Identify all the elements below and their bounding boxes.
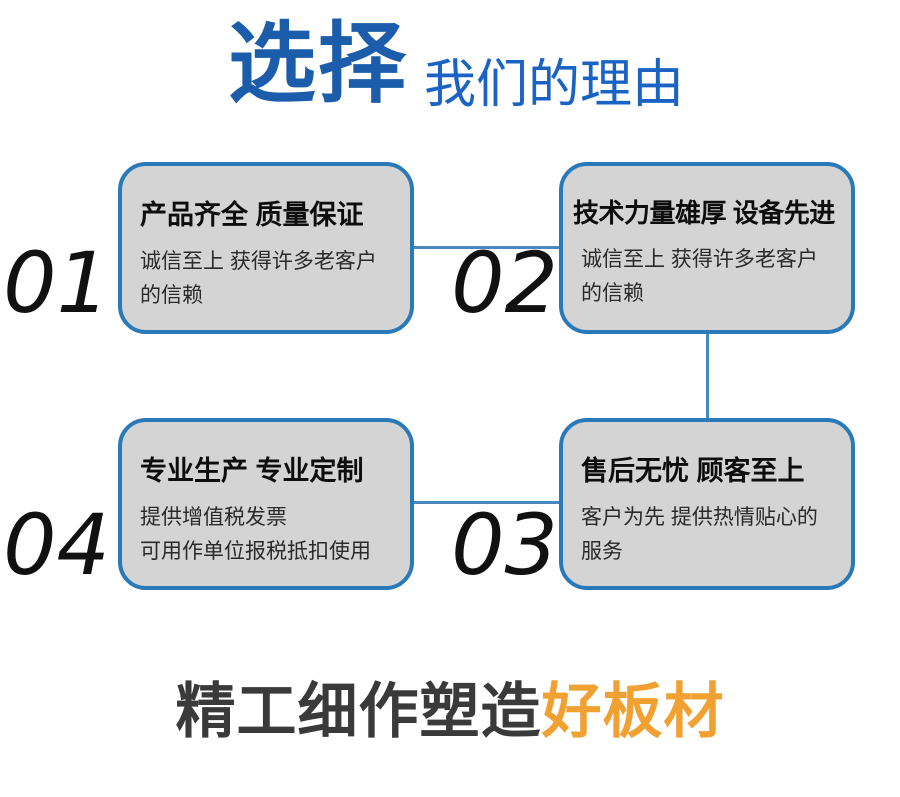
step-number-02: 02 <box>451 234 558 332</box>
feature-card-01-body-line1: 诚信至上 获得许多老客户 <box>140 250 377 273</box>
connector-line-bottom <box>412 501 560 504</box>
tagline-dark-text: 精工细作塑造 <box>175 678 542 745</box>
feature-card-02-body-line2: 的信赖 <box>581 282 644 306</box>
step-number-01: 01 <box>3 234 110 332</box>
feature-card-04: 专业生产 专业定制 提供增值税发票可用作单位报税抵扣使用 <box>118 418 414 590</box>
feature-card-04-body-line2: 可用作单位报税抵扣使用 <box>140 540 371 564</box>
step-number-03: 03 <box>451 496 558 594</box>
page-title: 选择 我们的理由 <box>228 14 685 114</box>
feature-card-04-title: 专业生产 专业定制 <box>140 456 364 486</box>
feature-card-02-body-line1: 诚信至上 获得许多老客户 <box>581 248 818 271</box>
feature-card-04-body: 提供增值税发票可用作单位报税抵扣使用 <box>140 501 394 569</box>
feature-card-01: 产品齐全 质量保证 诚信至上 获得许多老客户的信赖 <box>118 162 414 334</box>
feature-card-01-title: 产品齐全 质量保证 <box>140 200 364 230</box>
step-number-04: 04 <box>3 496 110 594</box>
tagline-orange-text: 好板材 <box>541 678 725 745</box>
feature-card-03-body-line2: 服务 <box>581 540 623 564</box>
feature-card-03-body-line1: 客户为先 提供热情贴心的 <box>581 506 818 529</box>
connector-line-top <box>412 246 560 249</box>
feature-card-03-body: 客户为先 提供热情贴心的服务 <box>581 501 835 569</box>
feature-card-03: 售后无忧 顾客至上 客户为先 提供热情贴心的服务 <box>559 418 855 590</box>
connector-line-vertical <box>706 332 709 420</box>
feature-card-04-body-line1: 提供增值税发票 <box>140 506 287 529</box>
feature-card-02-title: 技术力量雄厚 设备先进 <box>573 198 835 228</box>
feature-card-03-title: 售后无忧 顾客至上 <box>581 456 805 486</box>
feature-card-01-body-line2: 的信赖 <box>140 284 203 308</box>
feature-card-02-body: 诚信至上 获得许多老客户的信赖 <box>581 243 835 311</box>
title-main-text: 选择 <box>228 14 409 113</box>
footer-tagline: 精工细作塑造好板材 <box>0 676 900 748</box>
title-sub-text: 我们的理由 <box>424 55 685 114</box>
feature-card-02: 技术力量雄厚 设备先进 诚信至上 获得许多老客户的信赖 <box>559 162 855 334</box>
feature-card-01-body: 诚信至上 获得许多老客户的信赖 <box>140 245 394 313</box>
